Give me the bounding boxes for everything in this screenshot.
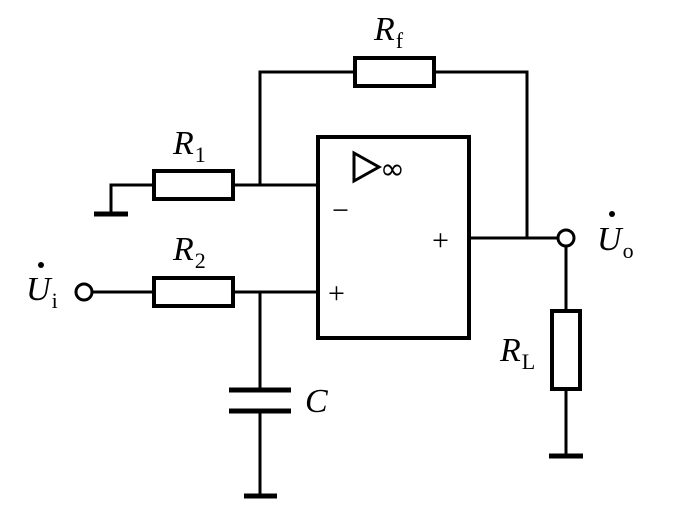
phasor-dot-uo [609,211,615,217]
resistor-rf [353,56,436,88]
resistor-rl [550,309,582,391]
r1-ground-wire [109,183,156,216]
label-rf: Rf [373,11,404,53]
resistor-r2 [152,276,235,308]
opamp-body [316,135,471,340]
label-r1: R1 [172,125,206,167]
label-rl: RL [499,332,535,374]
label-ui: Ui [26,271,58,313]
label-r2: R2 [172,231,206,273]
opamp-triangle-icon [352,150,383,184]
label-c: C [305,383,328,420]
phasor-dot-ui [38,262,44,268]
feedback-wire-right [432,70,529,240]
output-terminal [556,228,576,248]
input-terminal [74,282,94,302]
resistor-r1 [152,169,235,201]
feedback-wire [258,70,357,187]
opamp-noninverting-sign: + [328,277,345,310]
label-uo: Uo [597,221,634,263]
opamp-inverting-sign: − [332,194,349,227]
opamp-infinity-symbol: ∞ [380,152,405,187]
opamp-output-sign: + [432,224,449,257]
